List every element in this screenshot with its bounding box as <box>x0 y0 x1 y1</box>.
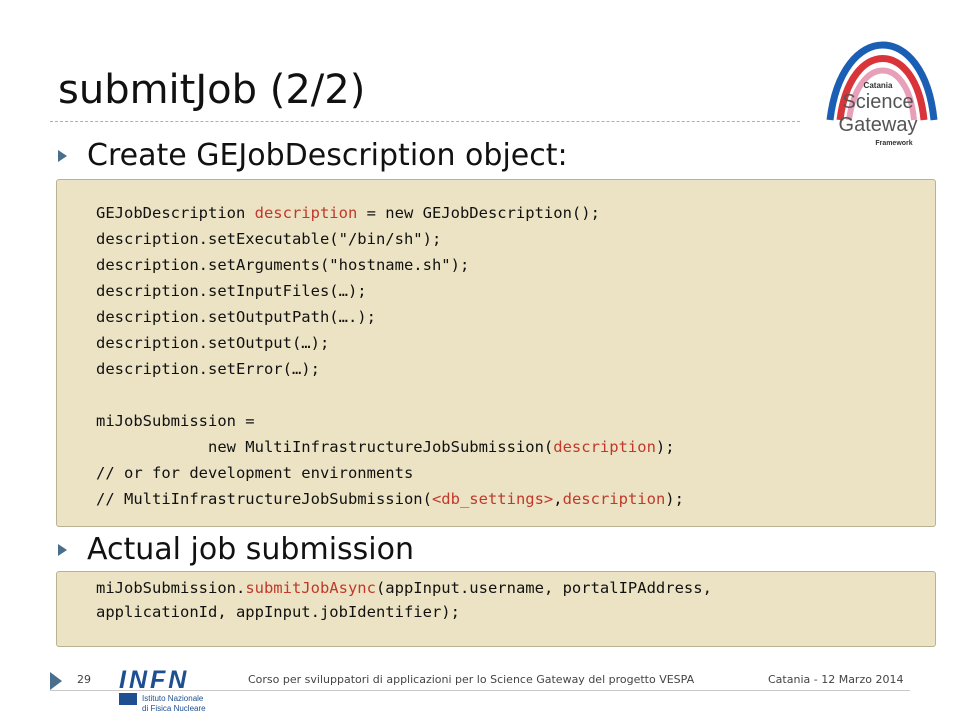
code-text: description.setInputFiles(…); <box>96 282 367 300</box>
code-highlight: <db_settings> <box>431 490 554 508</box>
bullet-text: Create GEJobDescription object: <box>87 138 568 173</box>
code-line: description.setOutput(…); <box>96 330 935 356</box>
code-text: , <box>553 490 563 508</box>
footer-arrow-icon <box>50 672 62 690</box>
code-line: new MultiInfrastructureJobSubmission(des… <box>96 434 935 460</box>
code-highlight: description <box>553 438 656 456</box>
code-line: applicationId, appInput.jobIdentifier); <box>96 600 935 624</box>
bullet-create-description: Create GEJobDescription object: <box>58 138 568 173</box>
code-line <box>96 382 935 408</box>
logo-gateway: Gateway <box>839 114 918 136</box>
bullet-arrow-icon <box>58 543 67 556</box>
page-number: 29 <box>77 673 91 686</box>
code-line: description.setError(…); <box>96 356 935 382</box>
code-text: description.setOutput(…); <box>96 334 330 352</box>
code-line: description.setArguments("hostname.sh"); <box>96 252 935 278</box>
code-text: = new GEJobDescription(); <box>357 204 600 222</box>
code-text: GEJobDescription <box>96 204 255 222</box>
code-text: (appInput.username, portalIPAddress, <box>375 579 712 597</box>
code-text: description.setError(…); <box>96 360 320 378</box>
logo-framework: Framework <box>875 140 912 147</box>
code-line: description.setOutputPath(….); <box>96 304 935 330</box>
code-block-submission: miJobSubmission.submitJobAsync(appInput.… <box>56 571 936 647</box>
code-line: GEJobDescription description = new GEJob… <box>96 200 935 226</box>
code-line: description.setExecutable("/bin/sh"); <box>96 226 935 252</box>
infn-subtitle-2: di Fisica Nucleare <box>142 704 206 713</box>
code-line: description.setInputFiles(…); <box>96 278 935 304</box>
code-text: miJobSubmission. <box>96 579 246 597</box>
bullet-arrow-icon <box>58 149 67 162</box>
title-divider <box>50 121 800 122</box>
infn-logo: INFN Istituto Nazionale di Fisica Nuclea… <box>119 666 206 713</box>
code-line: miJobSubmission = <box>96 408 935 434</box>
code-text: description.setExecutable("/bin/sh"); <box>96 230 442 248</box>
bullet-text: Actual job submission <box>87 532 414 567</box>
logo-science: Science <box>842 91 913 113</box>
code-text: // or for development environments <box>96 464 414 482</box>
infn-subtitle-1: Istituto Nazionale <box>142 694 204 703</box>
footer-date: Catania - 12 Marzo 2014 <box>768 673 904 686</box>
code-line: // MultiInfrastructureJobSubmission(<db_… <box>96 486 935 512</box>
slide-title: submitJob (2/2) <box>58 67 366 113</box>
code-line: miJobSubmission.submitJobAsync(appInput.… <box>96 576 935 600</box>
code-text: miJobSubmission = <box>96 412 255 430</box>
footer-divider <box>50 690 910 691</box>
code-block-description: GEJobDescription description = new GEJob… <box>56 179 936 527</box>
code-text: description.setOutputPath(….); <box>96 308 376 326</box>
code-text: ); <box>655 438 675 456</box>
code-highlight: description <box>254 204 358 222</box>
code-text: applicationId, appInput.jobIdentifier); <box>96 603 460 621</box>
infn-wordmark: INFN <box>119 666 189 694</box>
code-highlight: submitJobAsync <box>245 579 376 597</box>
code-text: // MultiInfrastructureJobSubmission( <box>96 490 432 508</box>
footer-course-title: Corso per sviluppatori di applicazioni p… <box>248 673 695 686</box>
code-text: new MultiInfrastructureJobSubmission( <box>96 438 554 456</box>
code-highlight: description <box>562 490 666 508</box>
science-gateway-logo: Catania Science Gateway Framework <box>826 41 938 147</box>
code-text: description.setArguments("hostname.sh"); <box>96 256 470 274</box>
bullet-actual-submission: Actual job submission <box>58 532 414 567</box>
logo-catania: Catania <box>864 81 893 90</box>
code-text: ); <box>665 490 684 508</box>
code-line: // or for development environments <box>96 460 935 486</box>
